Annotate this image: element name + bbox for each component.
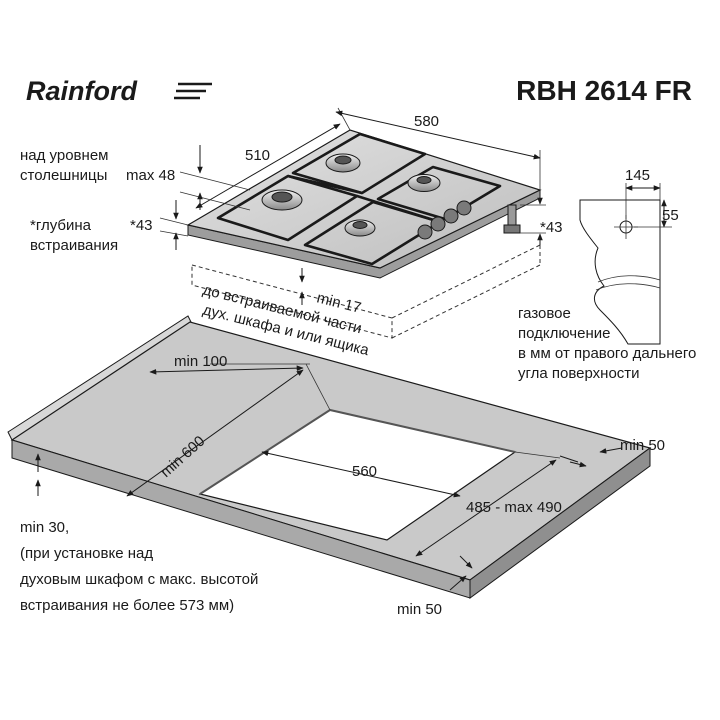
burner-icon [407,174,441,192]
burner-icon [344,219,376,237]
brand-logo: Rainford [26,76,212,106]
cutout-width-label: 560 [352,463,377,480]
brand-name: Rainford [26,76,138,106]
above-surface-text-2: столешницы [20,167,107,184]
gas-text-1: газовое [518,305,571,322]
depth-embed-text-2: встраивания [30,237,118,254]
above-surface-value: max 48 [126,167,175,184]
control-knobs [417,200,472,240]
depth-embed-text-1: *глубина [30,217,92,234]
gas-pipe-icon [503,204,521,234]
brand-speed-lines-icon [174,82,212,100]
hob-height-right-label: *43 [540,219,563,236]
edge-note-4: встраивания не более 573 мм) [20,597,234,614]
burner-icon [261,189,303,211]
gas-connection-detail: 145 55 газовое подключение в мм от право… [518,167,696,382]
gas-text-3: в мм от правого дальнего [518,345,696,362]
above-surface-text-1: над уровнем [20,147,108,164]
hob-depth-label: 510 [245,147,270,164]
cutout-depth-label: 485 - max 490 [466,499,562,516]
side-right-label: min 50 [620,437,665,454]
gas-text-4: угла поверхности [518,365,640,382]
edge-note-3: духовым шкафом с макс. высотой [20,571,258,588]
burner-icon [325,153,361,173]
gas-text-2: подключение [518,325,610,342]
hob-height-left-label: *43 [130,217,153,234]
hob-dimensions: 580 510 над уровнем столешницы max 48 *4… [20,107,563,254]
gas-offset-y-label: 55 [662,207,679,224]
back-distance-label: min 100 [174,353,227,370]
edge-note-2: (при установке над [20,545,153,562]
front-right-label: min 50 [397,601,442,618]
gas-offset-x-label: 145 [625,167,650,184]
hob-illustration [186,129,542,279]
model-number: RBH 2614 FR [516,75,692,106]
edge-note-1: min 30, [20,519,69,536]
hob-width-label: 580 [414,113,439,130]
